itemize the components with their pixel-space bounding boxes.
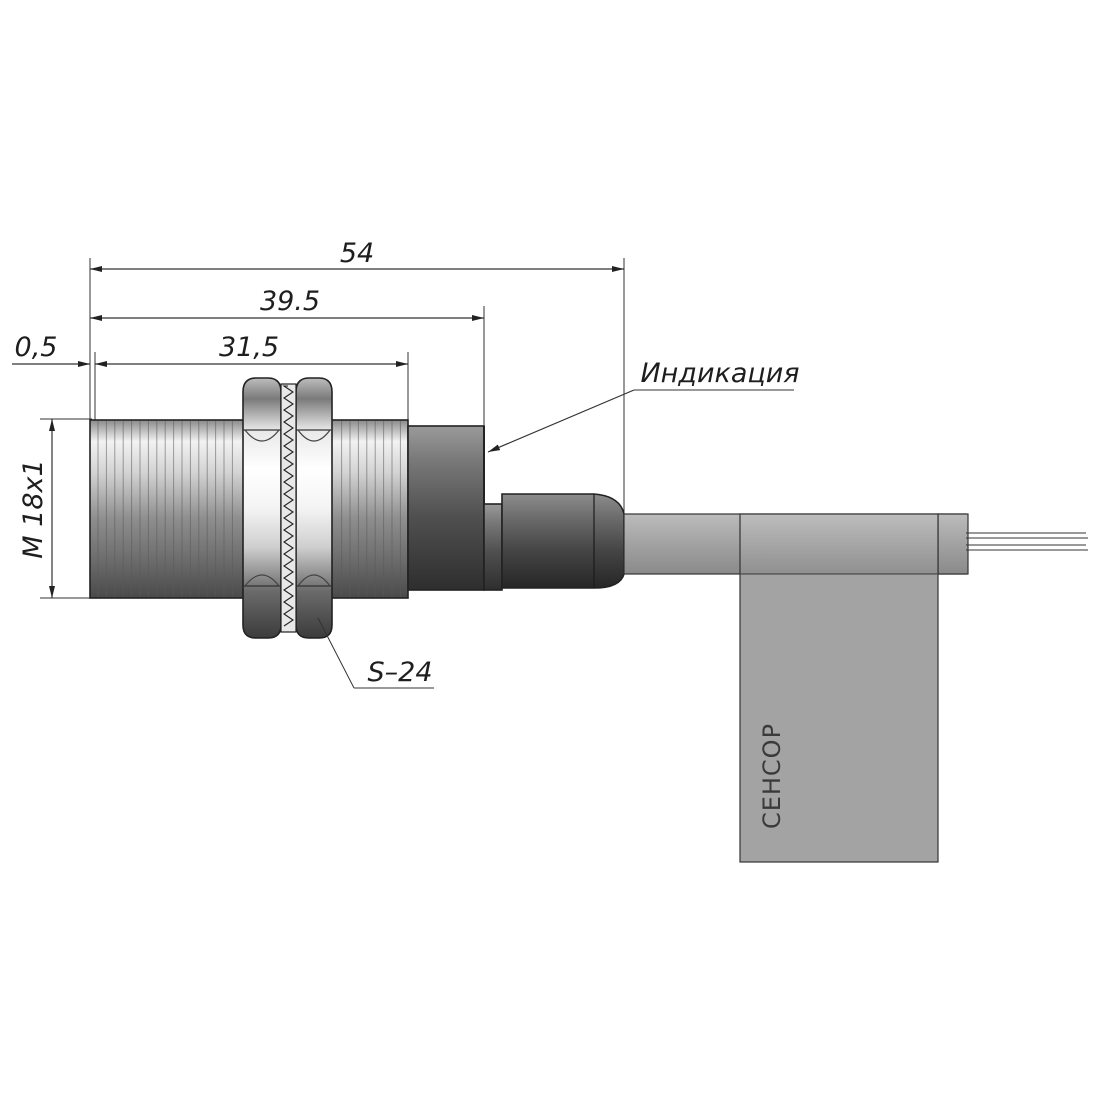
thread-size-label: M 18x1 (18, 459, 49, 558)
thread-ridges (97, 421, 401, 597)
lock-nut-left (242, 377, 282, 639)
lock-washer (280, 383, 297, 633)
housing-body (407, 425, 485, 591)
housing-neck (483, 503, 503, 591)
housing-length-label: 39.5 (260, 286, 320, 317)
nut-size-label: S–24 (368, 657, 433, 688)
tag-brand-label: СЕНСОР (758, 723, 786, 829)
indicator-label: Индикация (640, 358, 799, 389)
cable-end-sleeve (937, 513, 969, 575)
cable-gland (501, 493, 625, 589)
thread-length-label: 31,5 (219, 332, 279, 363)
cable-wires (966, 532, 1088, 551)
dimension-lines (12, 258, 625, 599)
overall-length-label: 54 (340, 238, 374, 269)
lock-nut-right (295, 377, 333, 639)
cable-tag: СЕНСОР (739, 513, 939, 863)
indicator-callout (487, 389, 794, 453)
nut-size-callout (317, 617, 434, 689)
offset-label: 0,5 (15, 332, 58, 363)
